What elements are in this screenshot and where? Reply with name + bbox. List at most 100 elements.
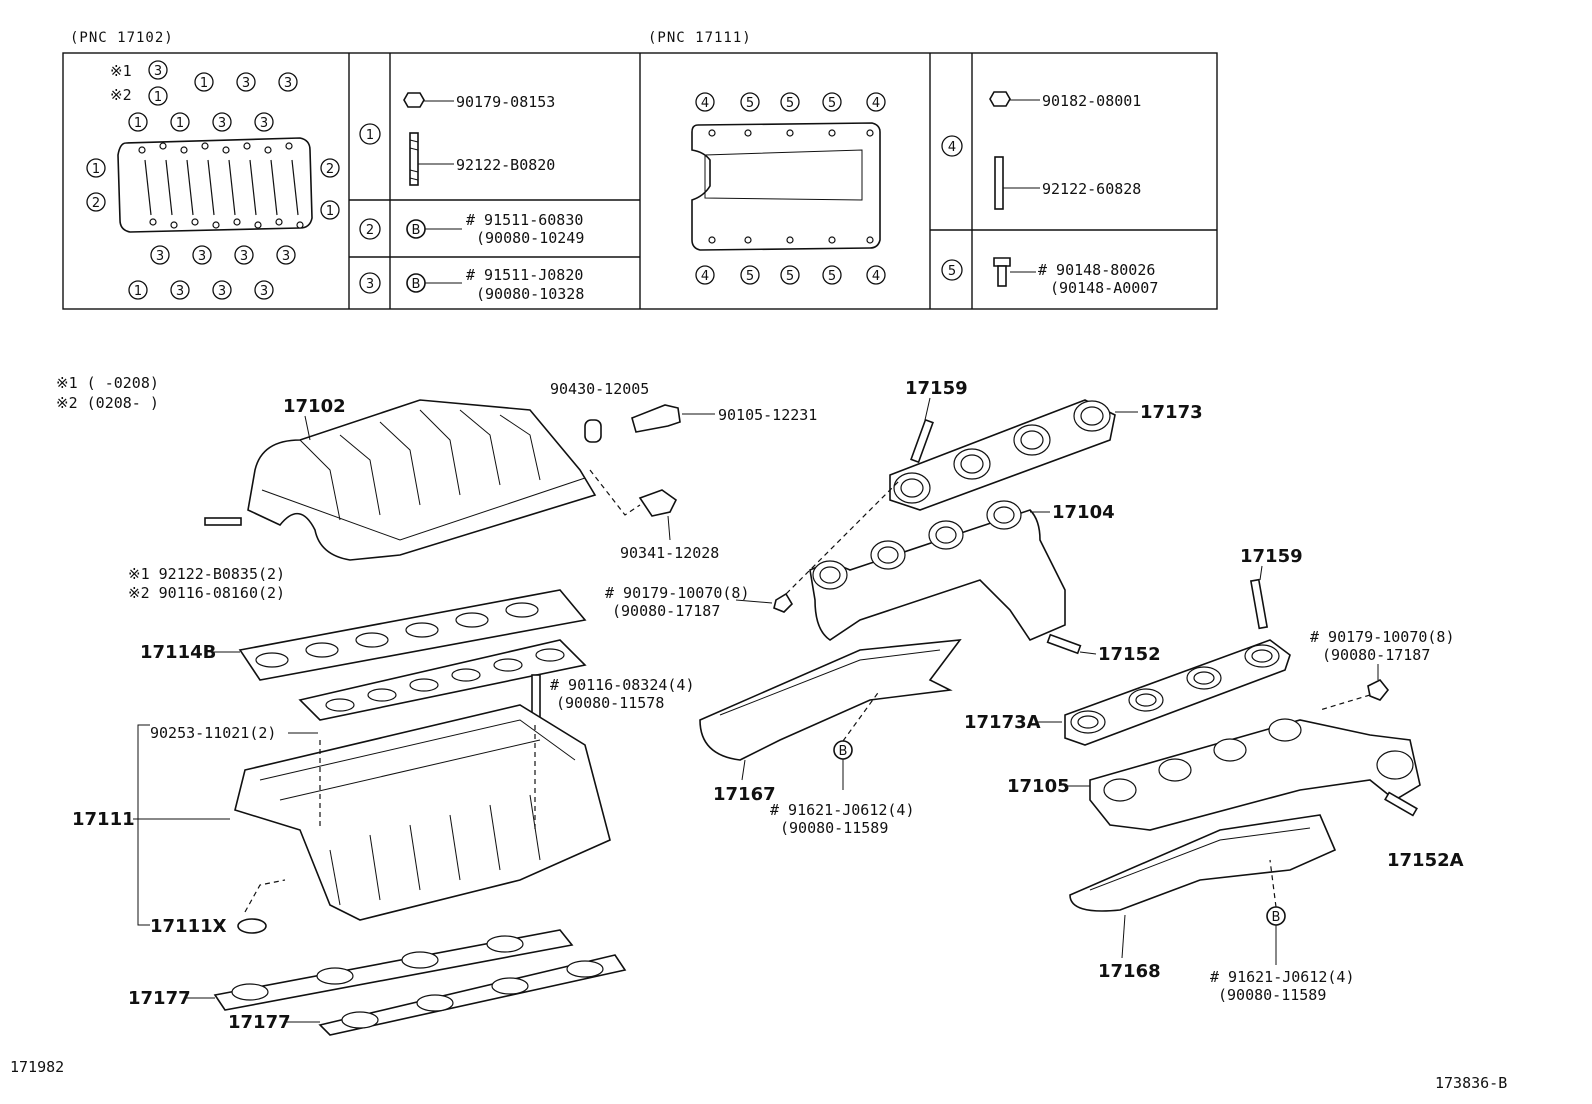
key-circle-1: 1 xyxy=(320,200,340,220)
callout-90080-11589-b: (90080-11589 xyxy=(1218,986,1326,1004)
svg-text:2: 2 xyxy=(92,196,100,211)
callout-17114B: 17114B xyxy=(140,642,216,663)
svg-text:1: 1 xyxy=(366,128,374,143)
key-circle-1: 1 xyxy=(359,123,381,145)
svg-text:5: 5 xyxy=(746,96,754,111)
callout-90253-11021: 90253-11021(2) xyxy=(150,724,276,742)
callout-17105: 17105 xyxy=(1007,776,1070,797)
key-circle-3: 3 xyxy=(236,72,256,92)
callout-90341-12028: 90341-12028 xyxy=(620,544,719,562)
key-circle-3: 3 xyxy=(254,112,274,132)
callout-17173A: 17173A xyxy=(964,712,1041,733)
note1-mark-table: ※1 xyxy=(110,62,132,80)
callout-90080-17187-b: (90080-17187 xyxy=(1322,646,1430,664)
callout-17102: 17102 xyxy=(283,396,346,417)
b-symbol-17167: B xyxy=(833,740,853,760)
key-circle-3: 3 xyxy=(170,280,190,300)
part-92122-60828: 92122-60828 xyxy=(1042,180,1141,198)
part-90148-A0007: (90148-A0007 xyxy=(1050,279,1158,297)
key-circle-1: 1 xyxy=(128,280,148,300)
key-circle-1: 1 xyxy=(86,158,106,178)
svg-text:3: 3 xyxy=(218,284,226,299)
pnc-label-17111: (PNC 17111) xyxy=(648,30,752,46)
svg-text:4: 4 xyxy=(872,269,880,284)
svg-text:5: 5 xyxy=(786,96,794,111)
svg-text:5: 5 xyxy=(948,264,956,279)
callout-17152A: 17152A xyxy=(1387,850,1464,871)
callout-17167: 17167 xyxy=(713,784,776,805)
key-circle-1: 1 xyxy=(170,112,190,132)
callout-17168: 17168 xyxy=(1098,961,1161,982)
note2-mark-table: ※2 xyxy=(110,86,132,104)
key-circle-3: 3 xyxy=(254,280,274,300)
svg-text:4: 4 xyxy=(948,140,956,155)
svg-text:5: 5 xyxy=(786,269,794,284)
part-91511-60830: # 91511-60830 xyxy=(466,211,583,229)
key-circle-3: 3 xyxy=(148,60,168,80)
svg-text:3: 3 xyxy=(240,249,248,264)
svg-text:3: 3 xyxy=(176,284,184,299)
svg-text:B: B xyxy=(1272,910,1281,925)
key-circle-4: 4 xyxy=(941,135,963,157)
callout-17111: 17111 xyxy=(72,809,135,830)
callout-17177-upper: 17177 xyxy=(128,988,191,1009)
heat-insulator-17168 xyxy=(1069,814,1337,912)
callout-17159-lower: 17159 xyxy=(1240,546,1303,567)
b-symbol-row3: B xyxy=(406,273,462,293)
b-symbol-row2: B xyxy=(406,219,462,239)
callout-90430-12005: 90430-12005 xyxy=(550,380,649,398)
key-circle-3: 3 xyxy=(359,272,381,294)
svg-text:1: 1 xyxy=(134,116,142,131)
svg-text:1: 1 xyxy=(92,162,100,177)
lower-intake-manifold xyxy=(234,704,611,921)
gasket-17114B xyxy=(238,589,587,721)
svg-text:3: 3 xyxy=(260,116,268,131)
svg-text:3: 3 xyxy=(284,76,292,91)
key-circle-4: 4 xyxy=(695,265,715,285)
svg-text:4: 4 xyxy=(701,96,709,111)
svg-text:2: 2 xyxy=(326,162,334,177)
key-circle-5: 5 xyxy=(740,92,760,112)
callout-17177-lower: 17177 xyxy=(228,1012,291,1033)
footer-left-code: 171982 xyxy=(10,1058,64,1076)
key-circle-3: 3 xyxy=(276,245,296,265)
svg-text:1: 1 xyxy=(134,284,142,299)
callout-90080-17187-a: (90080-17187 xyxy=(612,602,720,620)
callout-17152: 17152 xyxy=(1098,644,1161,665)
b-symbol-17168: B xyxy=(1266,906,1286,926)
callout-91621-J0612-b: # 91621-J0612(4) xyxy=(1210,968,1355,986)
callout-90179-10070-b: # 90179-10070(8) xyxy=(1310,628,1455,646)
part-90179-08153: 90179-08153 xyxy=(456,93,555,111)
callout-17159-upper: 17159 xyxy=(905,378,968,399)
key-circle-2: 2 xyxy=(320,158,340,178)
callout-90080-11578: (90080-11578 xyxy=(556,694,664,712)
key-circle-4: 4 xyxy=(866,92,886,112)
callout-17173: 17173 xyxy=(1140,402,1203,423)
upper-intake-manifold xyxy=(247,399,597,561)
svg-text:3: 3 xyxy=(366,277,374,292)
key-circle-5: 5 xyxy=(941,259,963,281)
pnc-label-17102: (PNC 17102) xyxy=(70,30,174,46)
key-circle-2: 2 xyxy=(86,192,106,212)
svg-text:3: 3 xyxy=(282,249,290,264)
callout-90179-10070-a: # 90179-10070(8) xyxy=(605,584,750,602)
svg-text:3: 3 xyxy=(156,249,164,264)
svg-text:1: 1 xyxy=(200,76,208,91)
svg-text:3: 3 xyxy=(154,64,162,79)
svg-text:B: B xyxy=(412,223,421,238)
part-90182-08001: 90182-08001 xyxy=(1042,92,1141,110)
parts-table xyxy=(62,52,1218,310)
callout-bolt-note1: ※1 92122-B0835(2) xyxy=(128,565,285,583)
svg-text:5: 5 xyxy=(828,269,836,284)
svg-text:4: 4 xyxy=(701,269,709,284)
part-90080-10249: (90080-10249 xyxy=(476,229,584,247)
callout-17111X: 17111X xyxy=(150,916,227,937)
key-circle-3: 3 xyxy=(150,245,170,265)
callout-17104: 17104 xyxy=(1052,502,1115,523)
key-circle-5: 5 xyxy=(822,265,842,285)
svg-text:4: 4 xyxy=(872,96,880,111)
